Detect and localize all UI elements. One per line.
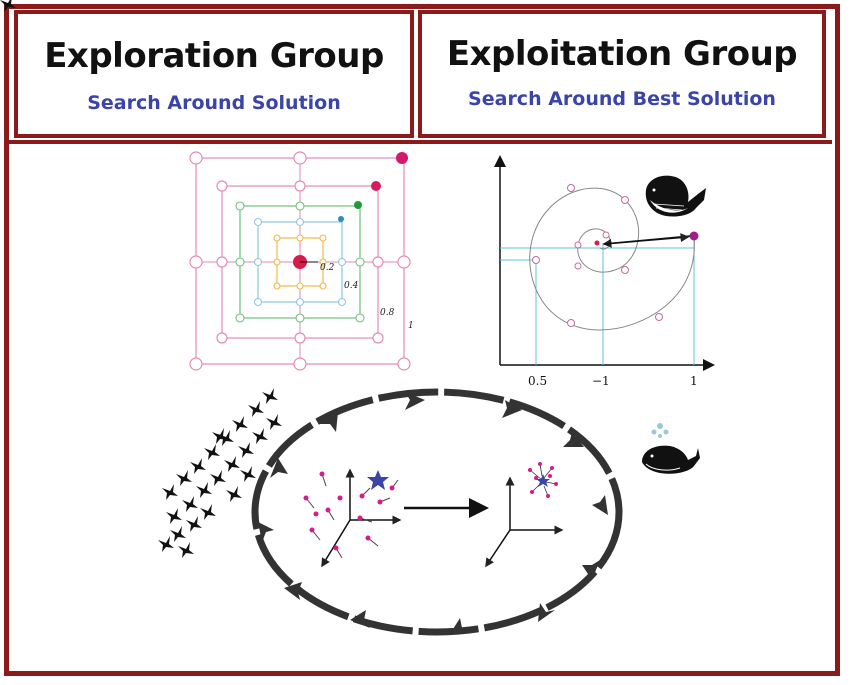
- exploitation-title: Exploitation Group: [446, 34, 798, 74]
- star-icon: [367, 470, 389, 490]
- grid-label-02: 0.2: [320, 263, 335, 273]
- cycle-arrowheads: [258, 392, 608, 634]
- spiral-guides: [500, 236, 695, 365]
- exploration-grid: 0.2 0.4 0.8 1: [189, 151, 414, 371]
- move-back-arrow: [603, 233, 690, 245]
- agent-blue: [338, 216, 344, 222]
- best-solution: [594, 240, 600, 246]
- spouting-whale-icon: [642, 423, 700, 474]
- whale-icon: [645, 175, 706, 217]
- x-tick-1: 1: [690, 374, 698, 388]
- exploration-group-box: Exploration Group Search Around Solution: [14, 10, 414, 138]
- grid-nodes-green: [235, 201, 365, 323]
- grid-nodes-outer: [189, 151, 411, 371]
- spiral-nodes: [532, 184, 663, 327]
- grid-nodes-blue: [253, 217, 347, 307]
- agent-green: [354, 201, 362, 209]
- exploitation-subtitle: Search Around Best Solution: [468, 88, 776, 110]
- exploration-title: Exploration Group: [44, 36, 384, 76]
- agent-second: [371, 181, 381, 191]
- whale-position: [689, 231, 699, 241]
- cycle-ring: [251, 388, 623, 636]
- scatter-vectors: [305, 473, 399, 559]
- grid-label-1: 1: [408, 321, 414, 331]
- grid-label-04: 0.4: [344, 281, 359, 291]
- converged-agents: [528, 462, 558, 498]
- grid-nodes-core: [273, 234, 327, 290]
- header-divider: [8, 140, 832, 144]
- bird-flock-icon: [0, 0, 282, 558]
- x-tick-neg1: −1: [592, 374, 610, 388]
- cycle-arrows: [251, 388, 623, 636]
- exploration-subtitle: Search Around Solution: [87, 92, 341, 114]
- scatter-axes-left: [303, 468, 402, 568]
- spiral-curve: [529, 187, 695, 331]
- exploitation-group-box: Exploitation Group Search Around Best So…: [418, 10, 826, 138]
- scatter-axes-right: [485, 462, 564, 568]
- star-icon-target: [536, 474, 550, 487]
- grid-label-08: 0.8: [380, 308, 395, 318]
- exploitation-spiral: 0.5 −1 1: [494, 155, 715, 388]
- scatter-agents: [303, 471, 395, 551]
- agent-outer: [396, 152, 408, 164]
- x-tick-05: 0.5: [528, 374, 547, 388]
